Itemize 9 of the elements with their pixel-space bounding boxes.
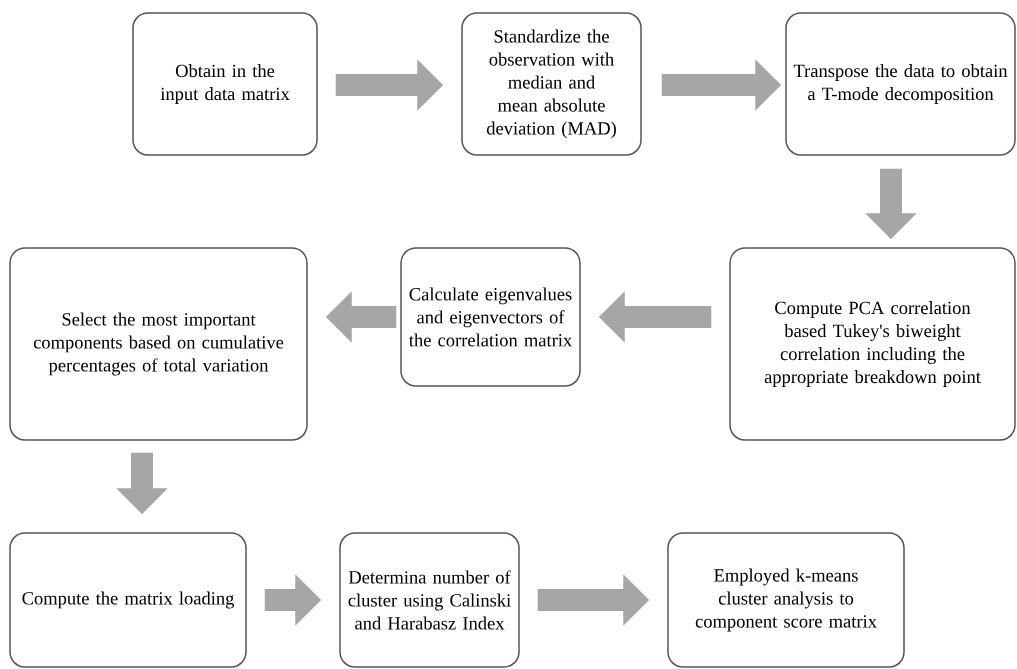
process-box: Obtain in the input data matrix [132, 12, 318, 156]
process-box: Standardize the observation with median and mean absolute deviation (MAD) [461, 12, 642, 156]
process-box: Determina number of cluster using Calinski and Harabasz Index [339, 532, 520, 668]
process-box: Employed k-means cluster analysis to component score matrix [667, 532, 905, 668]
process-box: Compute PCA correlation based Tukey's biweight correlation including the appropriate breakdown point [729, 247, 1016, 441]
process-box: Calculate eigenvalues and eigenvectors of the correlation matrix [400, 247, 581, 387]
process-box: Compute the matrix loading [9, 532, 247, 668]
process-box: Select the most important components based on cumulative percentages of total variation [9, 247, 308, 441]
process-box: Transpose the data to obtain a T-mode decomposition [785, 12, 1016, 156]
